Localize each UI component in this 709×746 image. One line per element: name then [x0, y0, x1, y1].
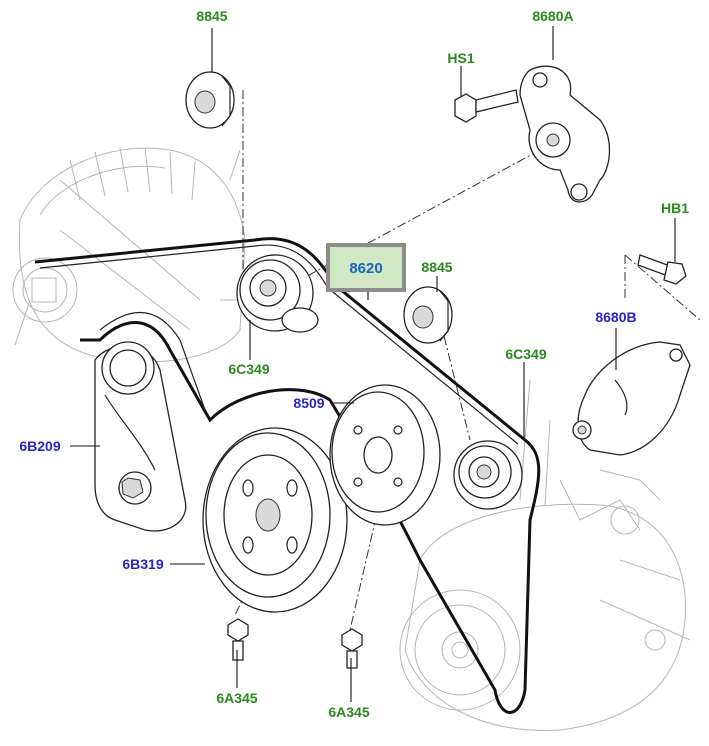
alternator-outline — [12, 147, 246, 363]
label-8509[interactable]: 8509 — [293, 395, 324, 411]
ac-compressor-outline — [399, 379, 691, 731]
highlight-box-8620 — [326, 243, 406, 292]
bolt-hb1 — [637, 254, 687, 285]
bolt-6a345-right — [341, 628, 363, 669]
label-8845-top[interactable]: 8845 — [196, 8, 227, 24]
idler-bracket-upper — [519, 65, 611, 203]
idler-pulley-lower — [453, 440, 523, 510]
bolt-6a345-left — [227, 618, 249, 661]
callout-labels: 8845 8680A HS1 HB1 8620 8845 8680B 6C349… — [19, 8, 689, 720]
idler-bracket-lower — [572, 341, 691, 456]
idler-pulley-upper — [236, 254, 319, 333]
belt-tensioner — [94, 341, 187, 532]
crankshaft-pulley — [202, 427, 348, 613]
label-8680a[interactable]: 8680A — [532, 8, 573, 24]
label-6a345-left[interactable]: 6A345 — [216, 690, 257, 706]
water-pump-pulley — [329, 384, 441, 526]
label-6b209[interactable]: 6B209 — [19, 438, 60, 454]
label-8680b[interactable]: 8680B — [595, 309, 636, 325]
label-6a345-right[interactable]: 6A345 — [328, 704, 369, 720]
label-hb1[interactable]: HB1 — [661, 200, 689, 216]
pulley-cap-middle — [403, 286, 453, 344]
label-6c349-right[interactable]: 6C349 — [505, 346, 546, 362]
leader-lines — [70, 26, 676, 702]
pulley-cap-top — [185, 71, 235, 129]
label-8620[interactable]: 8620 — [349, 260, 382, 277]
label-6b319[interactable]: 6B319 — [122, 556, 163, 572]
label-6c349-left[interactable]: 6C349 — [228, 361, 269, 377]
label-hs1[interactable]: HS1 — [447, 50, 474, 66]
bolt-hs1 — [454, 89, 519, 123]
label-8845-middle[interactable]: 8845 — [421, 259, 452, 275]
